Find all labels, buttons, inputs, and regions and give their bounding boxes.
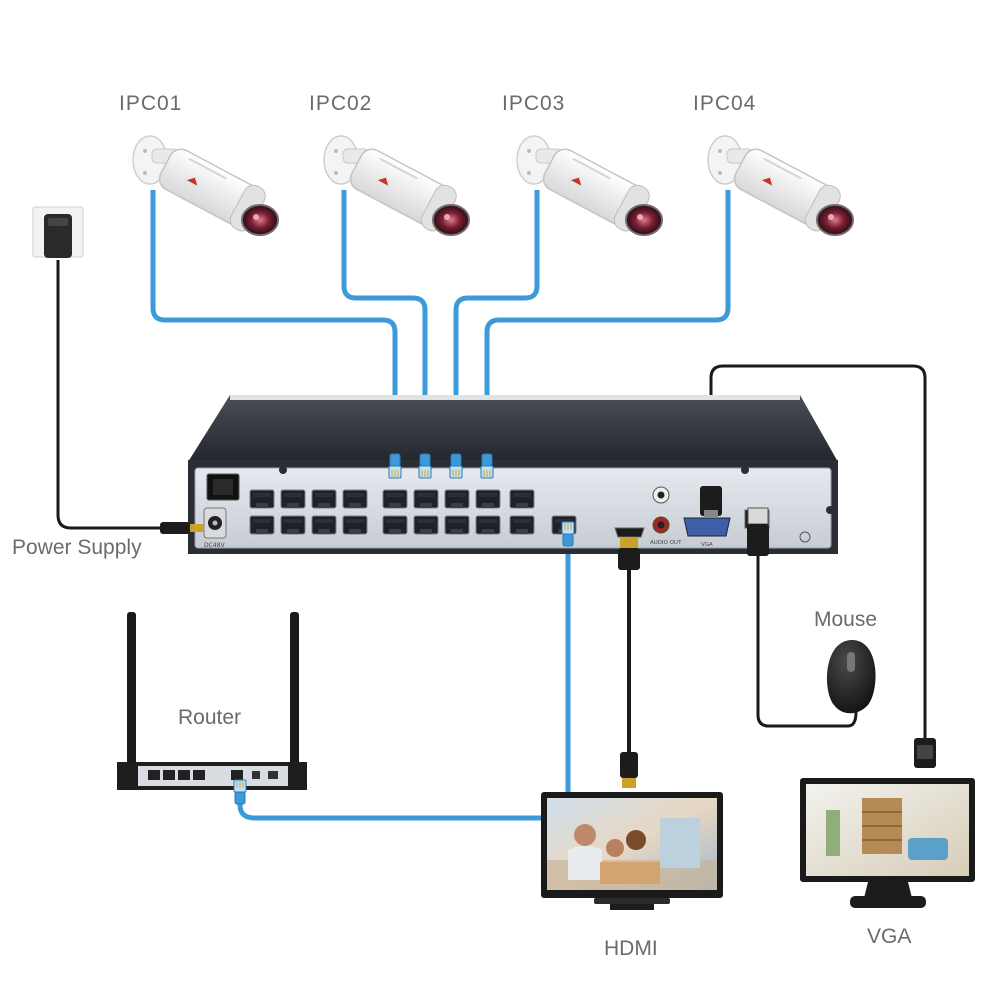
ethernet-cable-ipc04 <box>484 190 731 455</box>
hdmi-monitor <box>541 792 723 910</box>
rj45-plug-lan <box>561 521 575 547</box>
hdmi-plug-monitor <box>620 752 638 788</box>
vga-monitor-label: VGA <box>867 925 912 948</box>
ground-terminal <box>799 531 811 543</box>
power-cable <box>56 260 162 530</box>
camera-label-ipc04: IPC04 <box>693 92 757 115</box>
cable-layer <box>56 190 927 821</box>
vga-monitor <box>800 778 975 908</box>
audio-out-label: AUDIO OUT <box>650 540 682 546</box>
ethernet-cable-ipc02 <box>341 190 428 455</box>
hdmi-monitor-label: HDMI <box>604 937 658 960</box>
vga-cable <box>709 364 927 740</box>
rj45-plug-ipc01 <box>388 453 402 479</box>
power-switch[interactable] <box>206 473 240 501</box>
camera-label-ipc03: IPC03 <box>502 92 566 115</box>
rj45-plug-router <box>233 779 247 805</box>
audio-out-port: AUDIO OUT <box>650 486 682 546</box>
usb-mouse-cable <box>756 555 858 728</box>
usb-mouse <box>827 640 876 714</box>
vga-plug-monitor <box>914 738 936 768</box>
power-adapter <box>32 206 84 258</box>
dc-plug <box>160 522 204 534</box>
ethernet-cable-ipc03 <box>453 190 540 455</box>
usb-plug-nvr <box>747 507 769 556</box>
router-label: Router <box>178 706 242 729</box>
vga-port-label: VGA <box>701 542 713 548</box>
camera-label-ipc01: IPC01 <box>119 92 183 115</box>
ethernet-cable-ipc01 <box>150 190 398 455</box>
dc-input-label: DC48V <box>204 542 225 549</box>
mouse-label: Mouse <box>814 608 878 631</box>
hdmi-plug-nvr <box>618 537 640 570</box>
vga-plug-nvr <box>700 486 722 518</box>
hdmi-port <box>614 527 645 538</box>
rj45-plug-ipc02 <box>418 453 432 479</box>
rj45-plug-ipc04 <box>480 453 494 479</box>
power-supply-label: Power Supply <box>12 536 142 559</box>
router <box>117 612 307 790</box>
lan-cable-router <box>237 540 571 821</box>
camera-label-ipc02: IPC02 <box>309 92 373 115</box>
nvr-recorder: DC48V <box>160 395 838 554</box>
dc-input-port: DC48V <box>203 507 227 549</box>
rj45-plug-ipc03 <box>449 453 463 479</box>
